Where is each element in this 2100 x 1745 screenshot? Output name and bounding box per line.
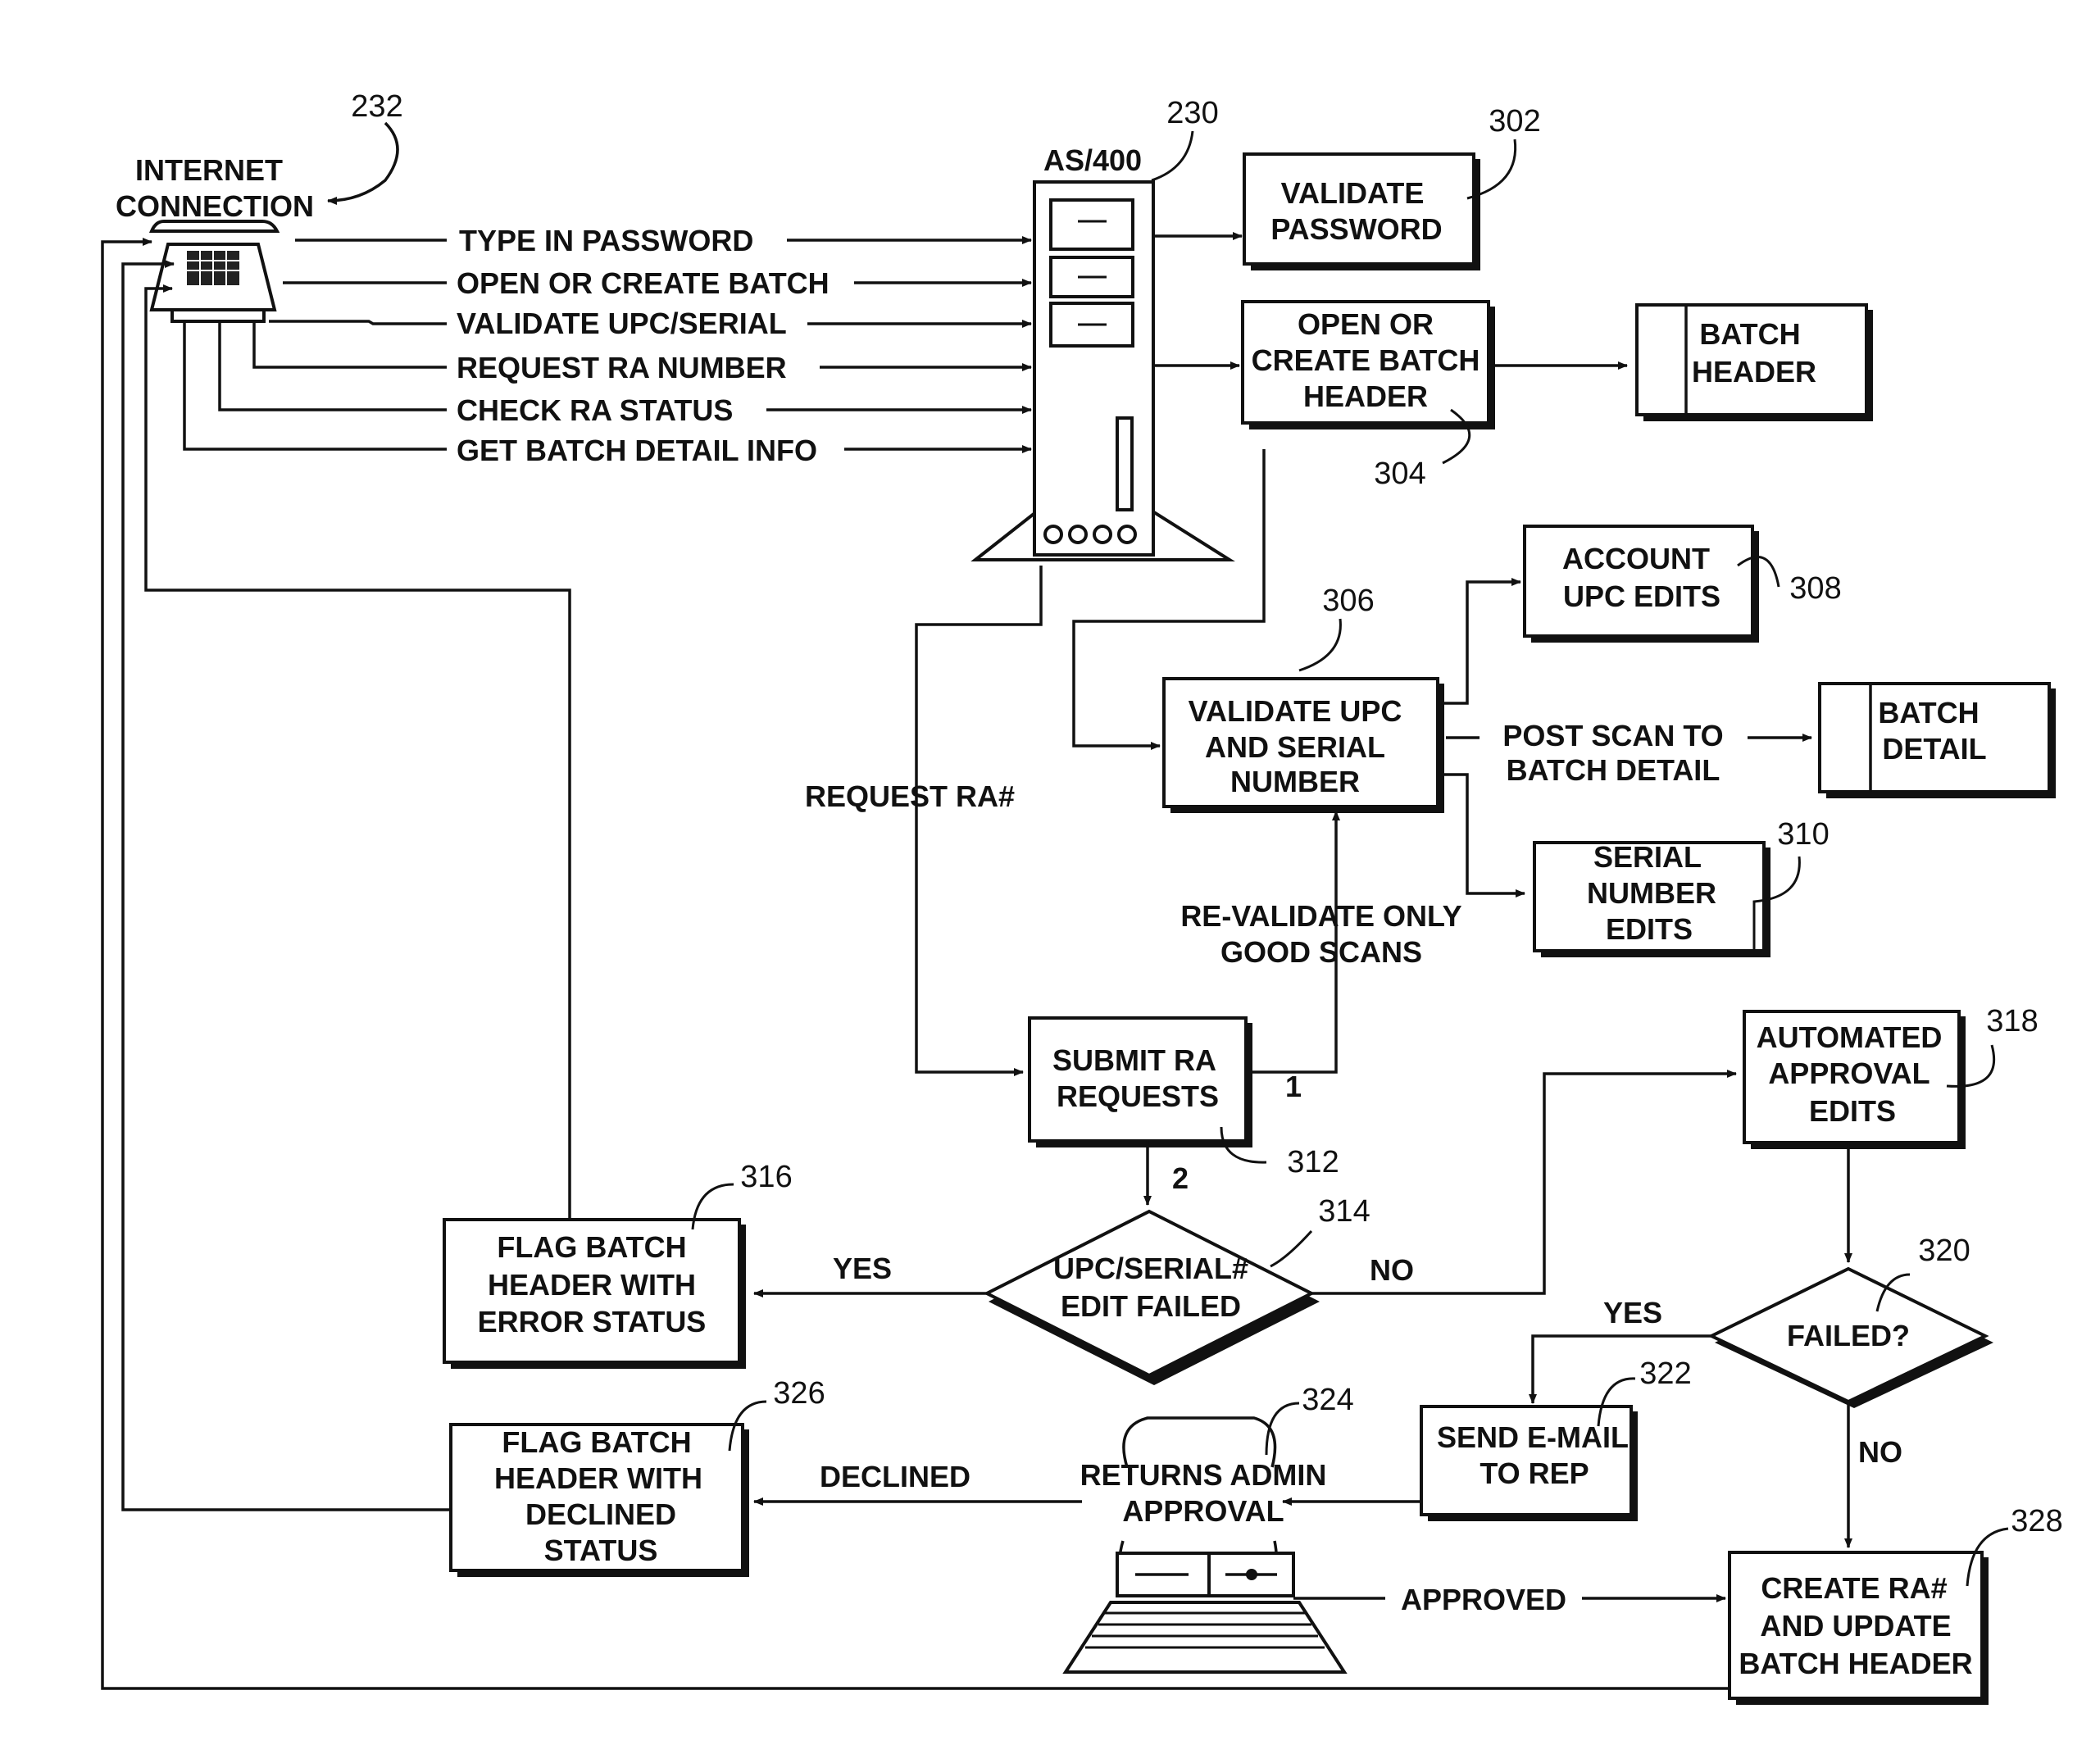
open-batch-line-1: OPEN OR (1298, 307, 1434, 341)
request-ra-number: REQUEST RA NUMBER (457, 351, 787, 384)
flag-declined-line-4: STATUS (544, 1534, 658, 1567)
validate-password-line-1: VALIDATE (1281, 176, 1425, 210)
ref-310: 310 (1777, 817, 1829, 852)
ref-314: 314 (1318, 1194, 1370, 1229)
ref-304: 304 (1374, 457, 1425, 491)
validate-upc-line-1: VALIDATE UPC (1189, 694, 1402, 728)
ref-232: 232 (351, 89, 402, 124)
ref-326: 326 (773, 1376, 825, 1411)
ref-312: 312 (1287, 1145, 1339, 1179)
as400-label: AS/400 (1043, 143, 1142, 177)
ref-302: 302 (1489, 104, 1540, 139)
no-failed-label: NO (1858, 1435, 1902, 1469)
serial-edits-line-2: NUMBER (1587, 876, 1716, 910)
ref-328: 328 (2011, 1504, 2062, 1538)
admin-line-2: APPROVAL (1122, 1494, 1284, 1528)
flag-error-line-1: FLAG BATCH (497, 1230, 686, 1264)
create-ra-line-2: AND UPDATE (1760, 1609, 1951, 1643)
step-2-label: 2 (1172, 1161, 1189, 1195)
submit-ra-line-1: SUBMIT RA (1052, 1043, 1216, 1077)
no-right-label: NO (1370, 1253, 1414, 1287)
ref-306: 306 (1322, 584, 1374, 618)
validate-password-line-2: PASSWORD (1270, 212, 1442, 246)
step-1-label: 1 (1285, 1070, 1302, 1103)
validate-upc-line-3: NUMBER (1230, 765, 1360, 798)
post-scan-label-2: BATCH DETAIL (1507, 753, 1720, 787)
ref-230: 230 (1166, 96, 1218, 130)
post-scan-label-1: POST SCAN TO (1502, 719, 1723, 752)
account-upc-line-1: ACCOUNT (1562, 542, 1710, 575)
decision-upc-line-1: UPC/SERIAL# (1053, 1252, 1248, 1285)
flag-error-line-2: HEADER WITH (488, 1268, 696, 1302)
approved-label: APPROVED (1401, 1583, 1566, 1616)
yes-left-label: YES (833, 1252, 892, 1285)
ref-318: 318 (1986, 1004, 2038, 1038)
batch-header-line-2: HEADER (1692, 355, 1816, 389)
serial-edits-line-1: SERIAL (1593, 840, 1702, 874)
request-check-ra-status: CHECK RA STATUS (457, 393, 733, 427)
ref-322: 322 (1639, 1356, 1691, 1391)
as400-server-icon (975, 182, 1230, 560)
validate-upc-line-2: AND SERIAL (1205, 730, 1385, 764)
request-type-password: TYPE IN PASSWORD (459, 224, 753, 257)
create-ra-line-1: CREATE RA# (1761, 1571, 1947, 1605)
internet-connection-label-1: INTERNET (135, 153, 283, 187)
flag-error-line-3: ERROR STATUS (478, 1305, 707, 1338)
failed-label: FAILED? (1787, 1319, 1910, 1352)
open-batch-line-3: HEADER (1303, 379, 1428, 413)
admin-line-1: RETURNS ADMIN (1080, 1458, 1327, 1492)
serial-edits-line-3: EDITS (1606, 912, 1693, 946)
batch-header-line-1: BATCH (1699, 317, 1800, 351)
send-email-line-2: TO REP (1480, 1456, 1589, 1490)
yes-failed-label: YES (1603, 1296, 1662, 1329)
automated-line-3: EDITS (1809, 1094, 1896, 1128)
automated-line-1: AUTOMATED (1757, 1020, 1943, 1054)
batch-detail-line-2: DETAIL (1882, 732, 1986, 766)
automated-line-2: APPROVAL (1768, 1057, 1930, 1090)
send-email-line-1: SEND E-MAIL (1437, 1420, 1629, 1454)
request-batch-detail: GET BATCH DETAIL INFO (457, 434, 817, 467)
create-ra-line-3: BATCH HEADER (1739, 1647, 1972, 1680)
admin-computer-icon (1066, 1418, 1344, 1672)
flag-declined-line-2: HEADER WITH (494, 1461, 702, 1495)
request-ra-edge-label: REQUEST RA# (805, 779, 1015, 813)
ref-324: 324 (1302, 1383, 1353, 1417)
request-open-batch: OPEN OR CREATE BATCH (457, 266, 830, 300)
telephone-icon (152, 221, 277, 321)
request-validate-upc: VALIDATE UPC/SERIAL (457, 307, 787, 340)
flag-declined-line-3: DECLINED (525, 1497, 676, 1531)
account-upc-line-2: UPC EDITS (1563, 579, 1720, 613)
revalidate-label-2: GOOD SCANS (1220, 935, 1422, 969)
batch-detail-line-1: BATCH (1878, 696, 1979, 729)
open-batch-line-2: CREATE BATCH (1252, 343, 1480, 377)
decision-upc-line-2: EDIT FAILED (1061, 1289, 1241, 1323)
declined-label: DECLINED (820, 1460, 970, 1493)
ref-316: 316 (740, 1160, 792, 1194)
ref-308: 308 (1789, 571, 1841, 606)
internet-connection-label-2: CONNECTION (116, 189, 314, 223)
submit-ra-line-2: REQUESTS (1057, 1079, 1219, 1113)
revalidate-label-1: RE-VALIDATE ONLY (1180, 899, 1461, 933)
ref-320: 320 (1918, 1234, 1970, 1268)
flag-declined-line-1: FLAG BATCH (502, 1425, 691, 1459)
